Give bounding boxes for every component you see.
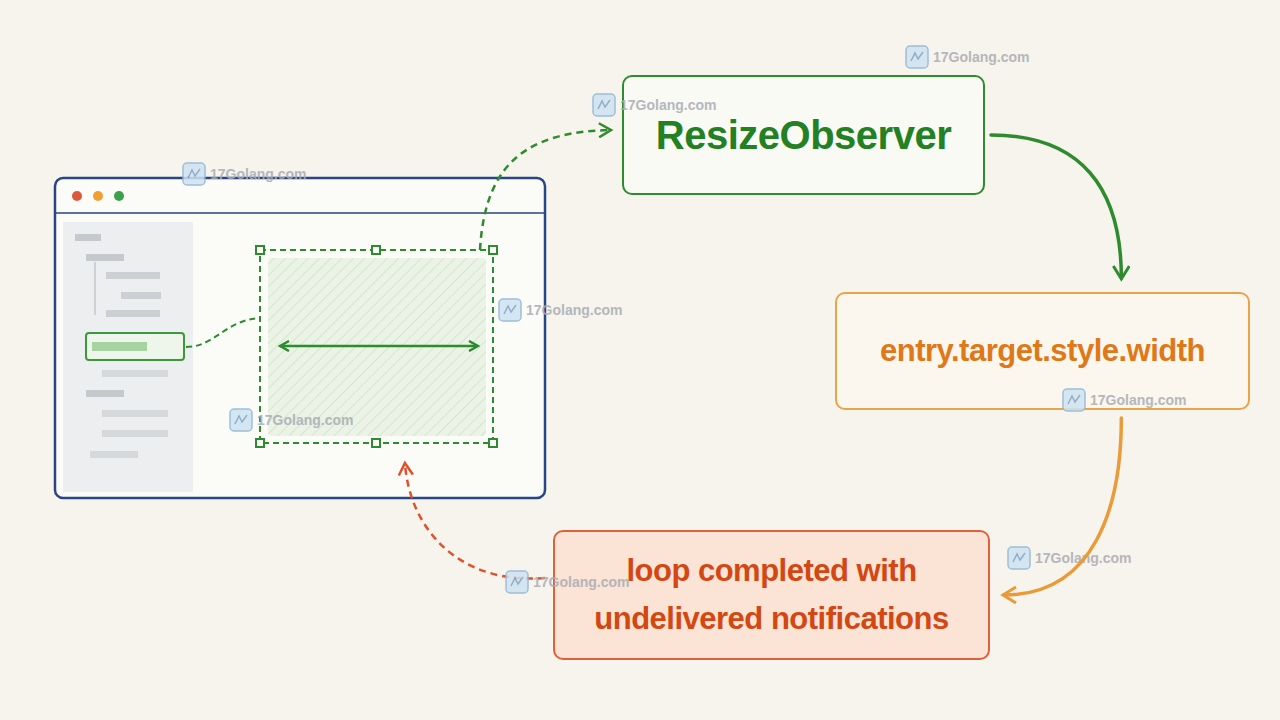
watermark-text: 17Golang.com <box>526 302 622 318</box>
node-text: loop completed with undelivered notifica… <box>571 547 972 643</box>
watermark-icon <box>1062 388 1086 412</box>
watermark: 17Golang.com <box>498 298 622 322</box>
process-box: entry.target.style.width <box>835 292 1250 410</box>
watermark: 17Golang.com <box>905 45 1029 69</box>
error-box: loop completed with undelivered notifica… <box>553 530 990 660</box>
watermark-text: 17Golang.com <box>210 166 306 182</box>
watermark-icon <box>505 570 529 594</box>
watermark-text: 17Golang.com <box>1090 392 1186 408</box>
watermark: 17Golang.com <box>229 408 353 432</box>
watermark-icon <box>229 408 253 432</box>
node-text: entry.target.style.width <box>880 327 1205 375</box>
watermark-icon <box>1007 546 1031 570</box>
flow-arrow <box>1004 418 1121 595</box>
watermark-text: 17Golang.com <box>257 412 353 428</box>
watermark: 17Golang.com <box>182 162 306 186</box>
watermark: 17Golang.com <box>592 93 716 117</box>
process-box: ResizeObserver <box>622 75 985 195</box>
watermark-text: 17Golang.com <box>933 49 1029 65</box>
node-text: ResizeObserver <box>656 104 951 166</box>
watermark-text: 17Golang.com <box>620 97 716 113</box>
watermark: 17Golang.com <box>505 570 629 594</box>
watermark-icon <box>182 162 206 186</box>
flow-arrow <box>991 135 1121 278</box>
watermark-icon <box>592 93 616 117</box>
watermark-text: 17Golang.com <box>533 574 629 590</box>
watermark: 17Golang.com <box>1062 388 1186 412</box>
watermark-icon <box>905 45 929 69</box>
watermark-icon <box>498 298 522 322</box>
watermark: 17Golang.com <box>1007 546 1131 570</box>
